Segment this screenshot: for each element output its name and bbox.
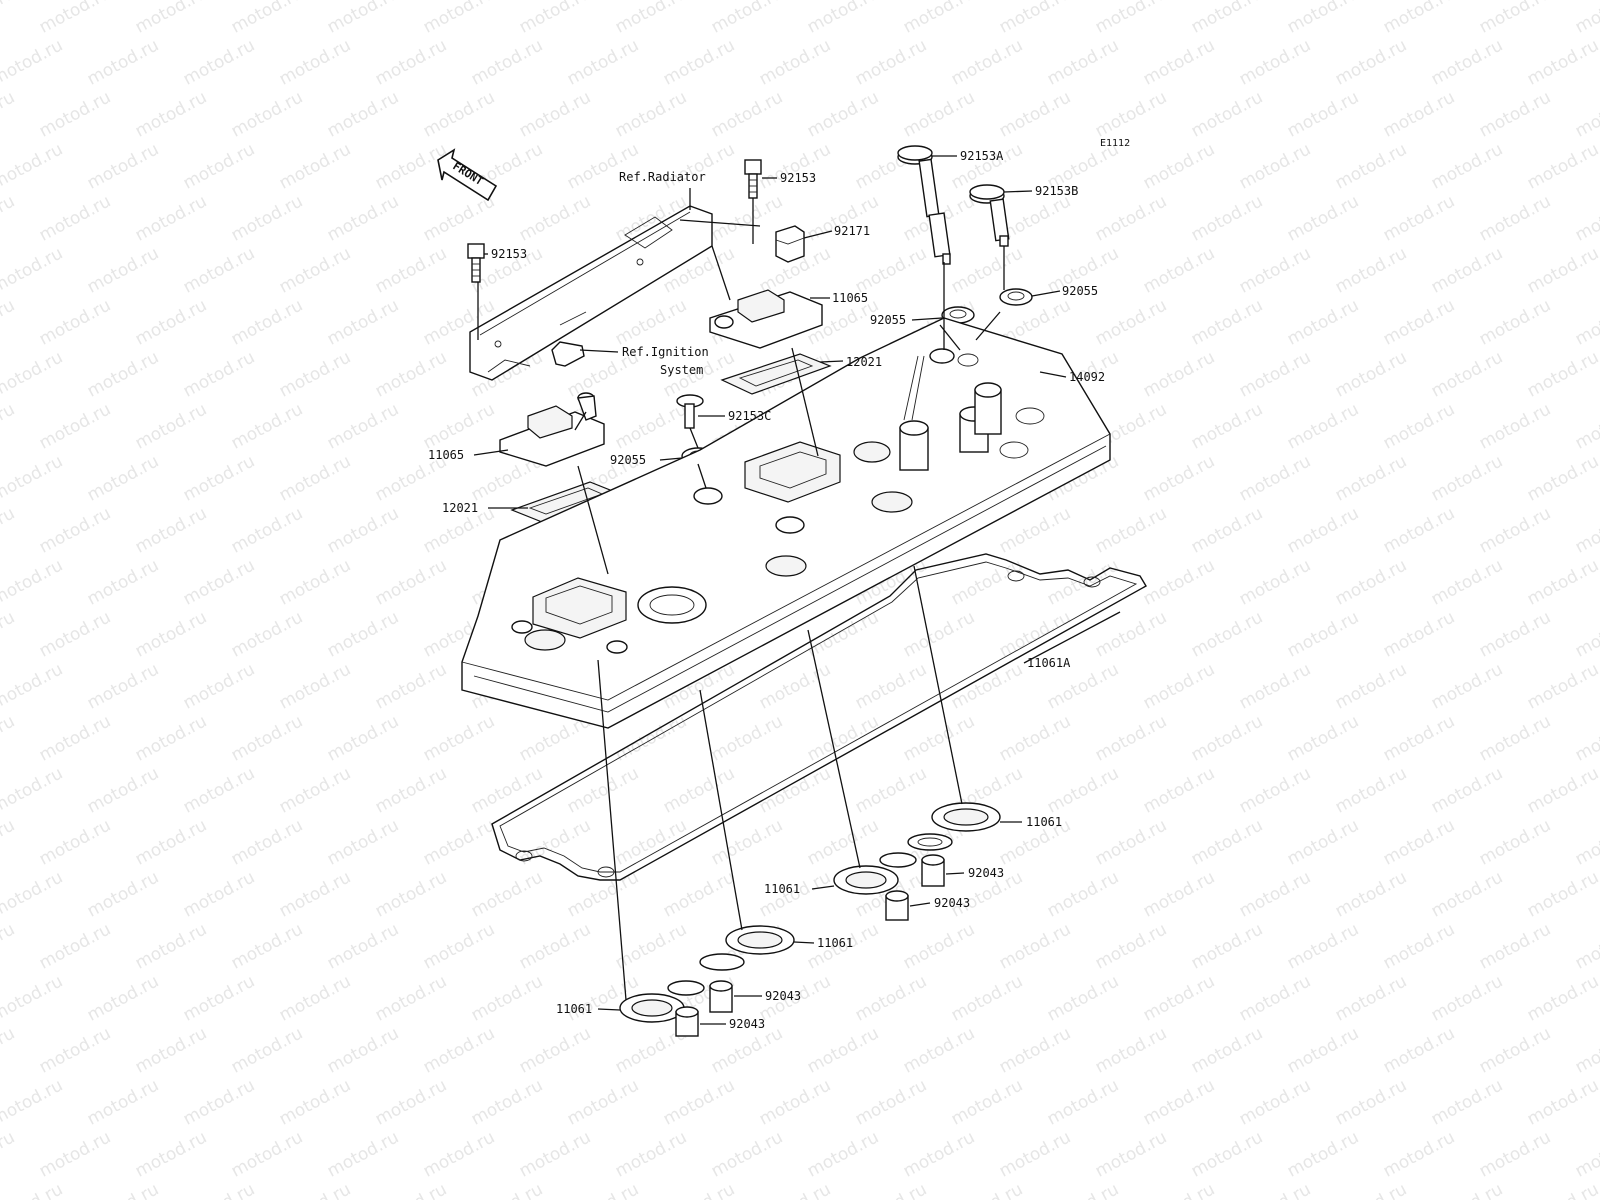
bolt-92153-top (744, 159, 762, 199)
plug-seal-small-right-top (907, 833, 953, 851)
sleeve-92043-left-bottom (675, 1006, 699, 1037)
callout-92153-left: 92153 (491, 247, 527, 261)
callout-11061A: 11061A (1027, 656, 1071, 670)
diagram-code: E1112 (1100, 138, 1130, 149)
plug-seal-11061-right-top (931, 802, 1001, 832)
head-cover-gasket-11061A (491, 553, 1147, 881)
bolt-92153A (897, 145, 951, 265)
sleeve-92043-right-top (921, 854, 945, 887)
callout-92055-left: 92055 (610, 453, 646, 467)
callout-labels: Ref.Radiator Ref.Ignition System 92153 9… (428, 149, 1105, 1031)
callout-11061-left-top: 11061 (817, 936, 853, 950)
callout-11061-right-top: 11061 (1026, 815, 1062, 829)
callout-92153B: 92153B (1035, 184, 1078, 198)
ignition-clip (551, 341, 585, 367)
reed-cover-11065-right (709, 289, 823, 349)
callout-92055-right: 92055 (1062, 284, 1098, 298)
leader-lines (473, 155, 1121, 1025)
callout-92043-left-top: 92043 (765, 989, 801, 1003)
callout-92153C: 92153C (728, 409, 771, 423)
callout-11061-right-bottom: 11061 (764, 882, 800, 896)
callout-92055-mid: 92055 (870, 313, 906, 327)
callout-92043-left-bottom: 92043 (729, 1017, 765, 1031)
bolt-92153-left (467, 243, 485, 283)
callout-92043-right-top: 92043 (968, 866, 1004, 880)
plug-seal-11061-left-bottom (619, 980, 705, 1023)
ref-ignition-label-1: Ref.Ignition (622, 345, 709, 359)
bolt-92153C (676, 394, 704, 429)
plug-seal-11061-left-top (699, 925, 795, 971)
assembly-lines (477, 198, 1005, 1001)
callout-92153A: 92153A (960, 149, 1004, 163)
clip-92171 (775, 225, 805, 263)
plug-seal-11061-right-bottom (833, 852, 917, 895)
callout-11061-left-bottom: 11061 (556, 1002, 592, 1016)
front-arrow-icon: FRONT (437, 148, 498, 202)
callout-92043-right-bottom: 92043 (934, 896, 970, 910)
sleeve-92043-left-top (709, 980, 733, 1013)
sleeve-92043-right-bottom (885, 890, 909, 921)
ref-ignition-label-2: System (660, 363, 703, 377)
cylinder-head-cover-14092 (461, 317, 1111, 729)
callout-14092: 14092 (1069, 370, 1105, 384)
callout-11065-left: 11065 (428, 448, 464, 462)
callout-92171: 92171 (834, 224, 870, 238)
callout-12021-left: 12021 (442, 501, 478, 515)
reed-plate-12021-right (720, 353, 832, 395)
callout-11065-right: 11065 (832, 291, 868, 305)
callout-12021-right: 12021 (846, 355, 882, 369)
reed-cover-11065-left (499, 392, 605, 467)
callout-92153-top: 92153 (780, 171, 816, 185)
ref-radiator-label: Ref.Radiator (619, 170, 706, 184)
washer-92055-right (999, 288, 1033, 306)
bolt-92153B (969, 184, 1010, 247)
